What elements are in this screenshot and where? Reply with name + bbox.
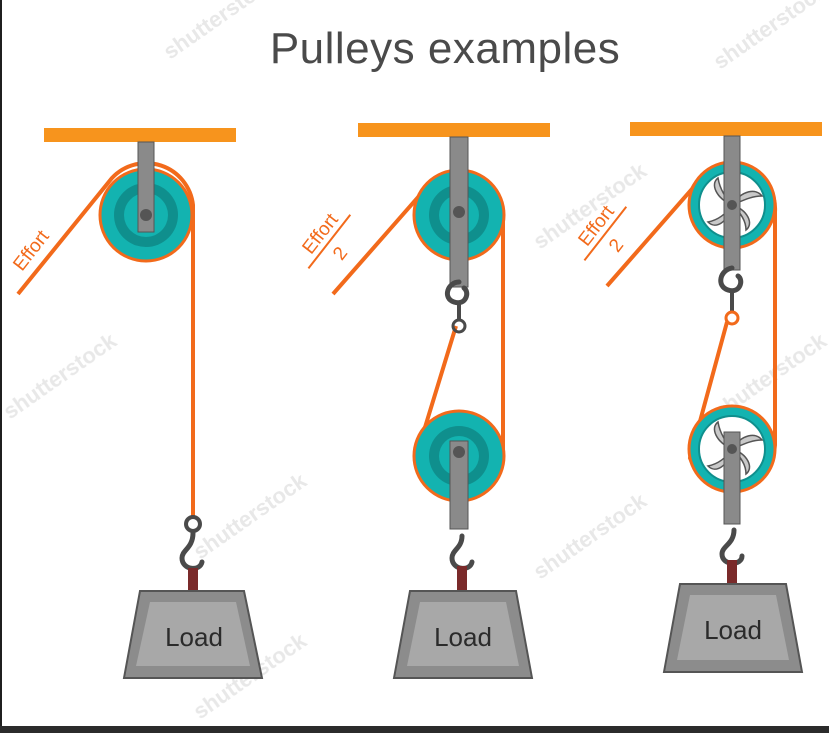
load-eye-1 xyxy=(188,568,198,590)
load-label-1: Load xyxy=(165,622,223,652)
left-frame-border xyxy=(0,0,2,733)
ceiling-beam-3 xyxy=(630,122,822,136)
support-rod-2-lower xyxy=(449,440,469,530)
hook-3-upper xyxy=(718,265,744,294)
load-eye-3 xyxy=(727,560,737,584)
hook-1 xyxy=(179,530,205,571)
effort-fraction-2: Effort 2 xyxy=(298,209,352,269)
pulley-system-1: Effort Load xyxy=(9,128,264,679)
load-label-3: Load xyxy=(704,615,762,645)
load-eye-2 xyxy=(457,566,467,590)
watermark-text: shutterstock xyxy=(709,0,829,74)
watermark-text: shutterstock xyxy=(529,487,652,584)
watermark-text: shutterstock xyxy=(189,467,312,564)
support-rod-3-lower xyxy=(723,431,741,525)
pulley-system-2: Effort 2 Load xyxy=(298,123,550,679)
watermark-text: shutterstock xyxy=(159,0,282,64)
ring-1 xyxy=(184,515,202,533)
bottom-frame-bar xyxy=(0,726,829,733)
effort-divisor-2: 2 xyxy=(329,243,352,264)
axle-1 xyxy=(140,209,152,221)
hook-3-lower xyxy=(719,527,745,566)
ceiling-beam-2 xyxy=(358,123,550,137)
effort-divisor-3: 2 xyxy=(605,235,628,256)
support-rod-1 xyxy=(137,141,155,233)
load-label-2: Load xyxy=(434,622,492,652)
diagram-title: Pulleys examples xyxy=(269,24,621,73)
hook-2-upper xyxy=(444,279,470,306)
effort-label-1: Effort xyxy=(9,226,54,275)
hook-2-lower xyxy=(449,533,475,571)
rope-1 xyxy=(16,161,195,518)
watermark-text: shutterstock xyxy=(0,327,122,424)
pulley-system-3: Effort 2 Load xyxy=(574,122,822,673)
ceiling-beam-1 xyxy=(44,128,236,142)
